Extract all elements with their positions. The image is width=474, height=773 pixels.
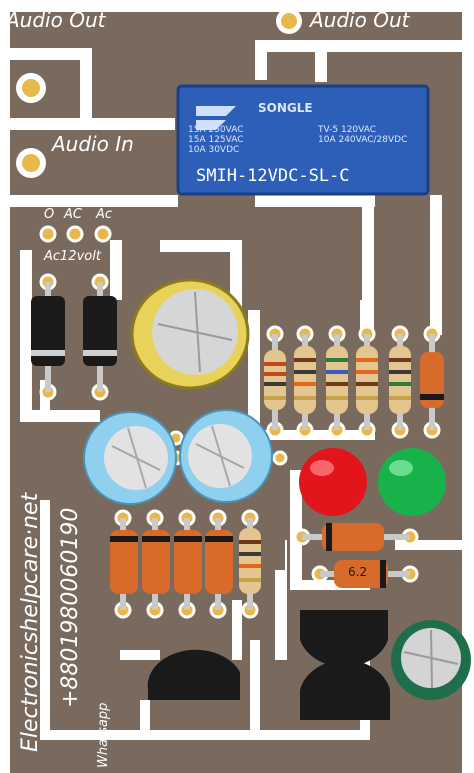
relay-brand: SONGLE <box>258 101 313 115</box>
blue-capacitors <box>83 409 273 505</box>
bottom-diodes <box>110 518 233 610</box>
audio-out-left-label: Audio Out <box>6 8 106 32</box>
o-label: O <box>44 207 55 222</box>
leds <box>299 448 446 516</box>
ac-label-2: Ac <box>96 207 113 222</box>
zener-value-label: 6.2 <box>348 565 368 579</box>
watermark-whatsapp: Whatsapp <box>96 702 111 768</box>
relay-model: SMIH-12VDC-SL-C <box>196 166 350 186</box>
relay-rating-right: TV-5 120VAC 10A 240VAC/28VDC <box>318 125 408 145</box>
audio-in-label: Audio In <box>52 132 134 156</box>
ac12volt-label: Ac12volt <box>44 249 101 264</box>
relay <box>176 84 430 196</box>
resistors-top <box>264 334 444 430</box>
rectifier-diodes <box>31 282 117 392</box>
watermark-phone: +8801980060190 <box>58 507 83 708</box>
relay-rating-left: 15A 250VAC 15A 125VAC 10A 30VDC <box>188 125 244 155</box>
audio-connector-pads <box>16 8 302 178</box>
green-capacitor <box>391 620 471 700</box>
zener-diodes <box>302 523 410 588</box>
audio-out-right-label: Audio Out <box>310 8 410 32</box>
gold-capacitor <box>130 278 250 390</box>
watermark-site: Electronicshelpcare·net <box>18 492 43 752</box>
ac-label-1: AC <box>64 207 82 222</box>
bottom-resistor <box>239 518 261 610</box>
transistors <box>147 610 390 720</box>
